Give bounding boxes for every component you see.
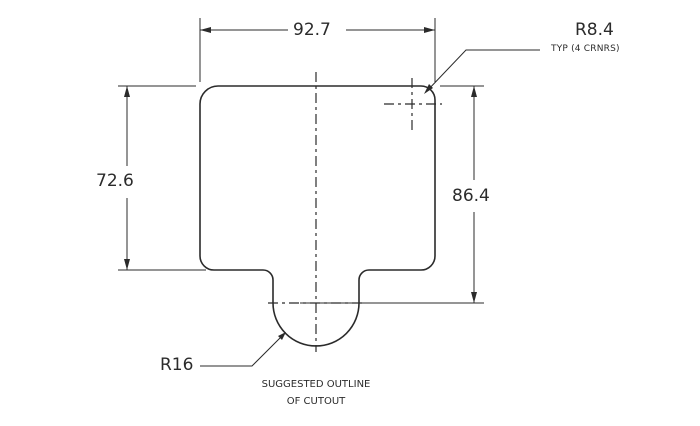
left-arrow-bottom	[124, 259, 130, 270]
corner-radius-arrow	[424, 84, 433, 94]
corner-radius-note: TYP (4 CRNRS)	[551, 44, 620, 54]
right-arrow-bottom	[471, 292, 477, 303]
left-height-dimension-label: 72.6	[96, 171, 134, 191]
corner-radius-leader	[425, 49, 540, 93]
left-arrow-top	[124, 86, 130, 97]
cutout-note: SUGGESTED OUTLINE OF CUTOUT	[236, 376, 396, 410]
width-arrow-right	[424, 27, 435, 33]
corner-radius-label: R8.4	[575, 20, 614, 40]
cutout-note-line2: OF CUTOUT	[286, 396, 346, 407]
right-height-dimension-label: 86.4	[452, 186, 490, 206]
width-dimension-label: 92.7	[293, 20, 331, 40]
right-arrow-top	[471, 86, 477, 97]
tab-radius-leader	[200, 333, 285, 367]
tab-radius-label: R16	[160, 355, 194, 375]
width-arrow-left	[200, 27, 211, 33]
tab-radius-arrow	[278, 332, 286, 340]
cutout-note-line1: SUGGESTED OUTLINE	[261, 379, 371, 390]
cutout-outline	[199, 85, 436, 347]
